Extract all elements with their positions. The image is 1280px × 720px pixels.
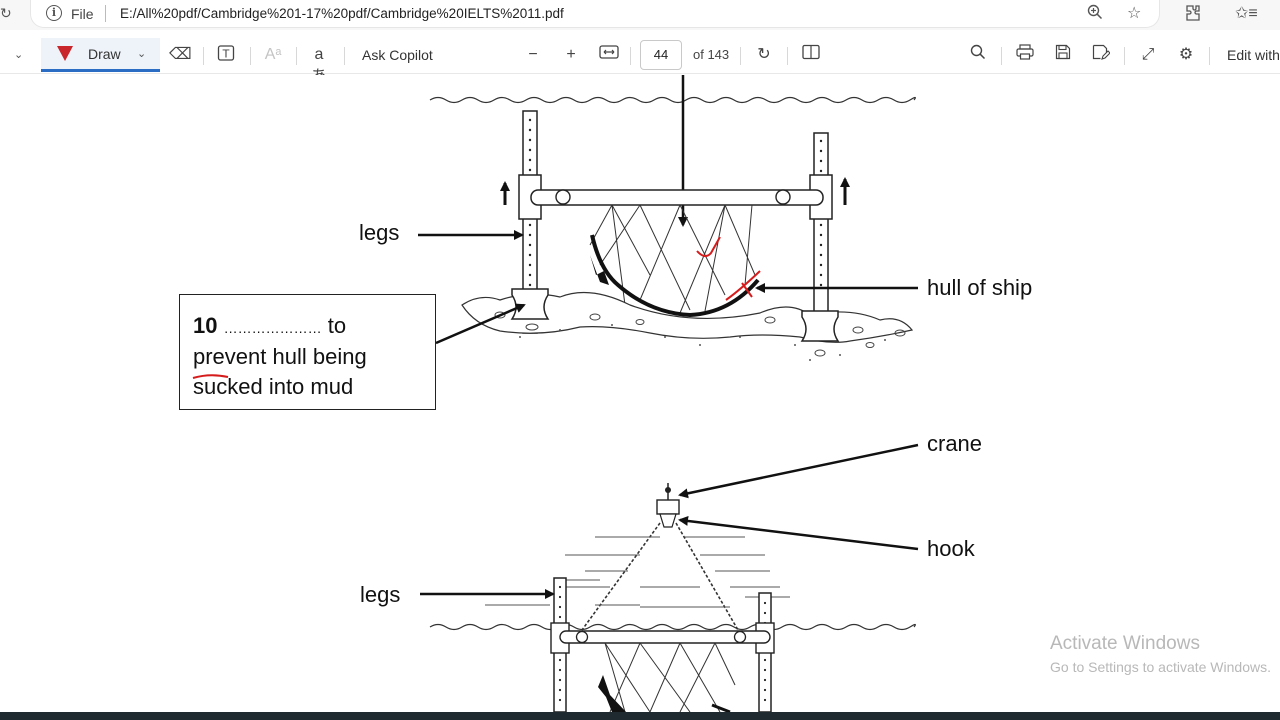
label-legs-top: legs bbox=[359, 220, 400, 245]
fit-width-icon[interactable] bbox=[598, 44, 620, 66]
label-legs-bottom: legs bbox=[360, 582, 401, 607]
right-leg-foot bbox=[800, 310, 840, 342]
red-mark-annotation bbox=[725, 270, 761, 301]
favorite-star-icon[interactable]: ☆ bbox=[1127, 5, 1142, 22]
page-view-icon[interactable] bbox=[800, 44, 822, 66]
pen-icon bbox=[57, 46, 73, 61]
activate-windows-title: Activate Windows bbox=[1050, 633, 1200, 654]
toolbar-divider bbox=[203, 47, 204, 65]
chevron-down-icon[interactable]: ⌄ bbox=[14, 49, 24, 61]
question-to-word: to bbox=[327, 313, 347, 338]
question-number: 10 bbox=[193, 313, 218, 338]
text-box-icon[interactable]: T bbox=[215, 44, 237, 66]
save-as-icon[interactable] bbox=[1090, 44, 1112, 66]
lifting-net bbox=[589, 204, 756, 314]
ask-copilot-button[interactable]: Ask Copilot bbox=[362, 47, 433, 63]
answer-blank[interactable]: ………………… bbox=[223, 320, 322, 336]
print-icon[interactable] bbox=[1014, 44, 1036, 66]
search-icon[interactable] bbox=[967, 44, 989, 66]
bottom-diagram bbox=[420, 443, 919, 712]
toolbar-divider bbox=[1001, 47, 1002, 65]
info-icon[interactable]: i bbox=[46, 5, 62, 21]
water-surface bbox=[429, 96, 916, 104]
crane-drawing bbox=[656, 483, 680, 528]
toolbar-divider bbox=[296, 47, 297, 65]
toolbar-divider bbox=[630, 47, 631, 65]
water-surface-bottom bbox=[429, 623, 916, 631]
ship-raising-diagram bbox=[418, 75, 919, 712]
bottom-frame bbox=[559, 630, 771, 644]
toolbar-divider bbox=[344, 47, 345, 65]
red-tick-annotation bbox=[696, 236, 721, 257]
draw-button[interactable]: Draw ⌄ bbox=[41, 38, 160, 72]
toolbar-divider bbox=[787, 47, 788, 65]
label-hull-of-ship: hull of ship bbox=[927, 275, 1033, 300]
address-divider bbox=[105, 5, 106, 22]
settings-gear-icon[interactable]: ⚙ bbox=[1178, 46, 1194, 63]
edit-with-button[interactable]: Edit with bbox=[1227, 47, 1280, 63]
expand-icon[interactable]: ⤢ bbox=[1141, 46, 1155, 63]
url-field[interactable] bbox=[30, 0, 1160, 28]
right-leg bbox=[813, 132, 829, 334]
refresh-icon[interactable]: ↻ bbox=[0, 5, 12, 21]
label-hook: hook bbox=[927, 536, 975, 561]
left-leg-foot bbox=[510, 288, 550, 320]
toolbar-divider bbox=[740, 47, 741, 65]
question-10-box: 10 ………………… to prevent hull being sucked … bbox=[179, 294, 436, 410]
rotate-icon[interactable]: ↻ bbox=[757, 46, 771, 63]
chevron-down-icon[interactable]: ⌄ bbox=[137, 48, 147, 60]
red-underline-annotation bbox=[192, 374, 229, 379]
favorites-list-icon[interactable]: ✩≡ bbox=[1235, 5, 1258, 22]
pdf-page: legs hull of ship crane hook legs 10 ………… bbox=[0, 75, 1280, 712]
toolbar-divider bbox=[1124, 47, 1125, 65]
zoom-out-icon[interactable]: − bbox=[528, 46, 538, 63]
top-diagram bbox=[418, 75, 918, 361]
question-line-1: 10 ………………… to bbox=[193, 313, 346, 339]
zoom-icon[interactable] bbox=[1087, 4, 1103, 26]
taskbar-strip bbox=[0, 712, 1280, 720]
text-format-icon[interactable]: Aᵃ bbox=[264, 46, 282, 63]
eraser-icon[interactable]: ⌫ bbox=[169, 46, 192, 63]
page-total-label: of 143 bbox=[693, 47, 730, 62]
file-scheme-label: File bbox=[71, 6, 94, 22]
question-line-2: prevent hull being bbox=[193, 344, 367, 369]
ship-hull bbox=[590, 234, 760, 318]
activate-windows-subtitle: Go to Settings to activate Windows. bbox=[1050, 659, 1271, 675]
toolbar-divider bbox=[1209, 47, 1210, 65]
address-bar: ↻ i File E:/All%20pdf/Cambridge%201-17%2… bbox=[0, 0, 1280, 30]
svg-text:T: T bbox=[222, 48, 230, 61]
toolbar-divider bbox=[250, 47, 251, 65]
page-number-input[interactable]: 44 bbox=[640, 40, 682, 70]
draw-label: Draw bbox=[88, 46, 121, 62]
pdf-toolbar: ⌄ Draw ⌄ ⌫ T Aᵃ aあ Ask Copilot − + 44 of… bbox=[0, 38, 1280, 85]
label-crane: crane bbox=[927, 431, 983, 456]
zoom-in-icon[interactable]: + bbox=[566, 46, 576, 63]
save-icon[interactable] bbox=[1052, 44, 1074, 66]
url-text[interactable]: E:/All%20pdf/Cambridge%201-17%20pdf/Camb… bbox=[120, 6, 564, 21]
read-aloud-icon[interactable]: aあ bbox=[311, 46, 327, 85]
lifting-frame bbox=[530, 189, 824, 206]
question-line-3: sucked into mud bbox=[193, 374, 354, 399]
sea-bed bbox=[461, 291, 914, 343]
extensions-icon[interactable] bbox=[1184, 4, 1202, 28]
